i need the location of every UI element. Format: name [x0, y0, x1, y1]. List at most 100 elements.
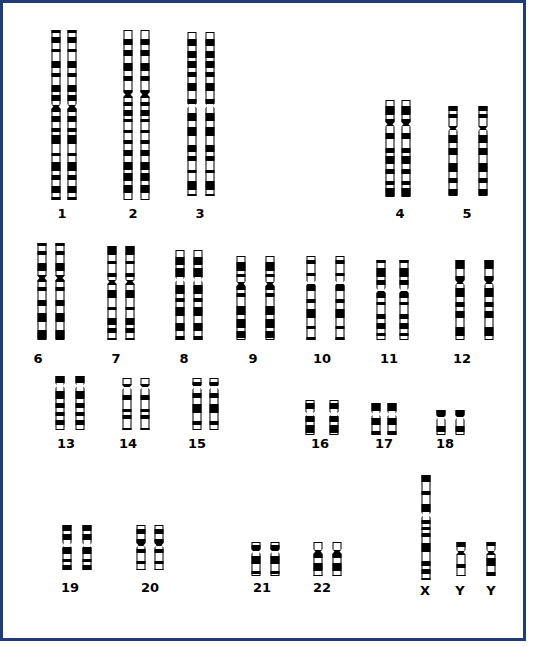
chromosome-band — [76, 383, 85, 391]
chromosome-band — [487, 546, 496, 551]
chromosome-band — [68, 132, 77, 135]
chromosome-outline — [485, 261, 493, 340]
chromosome-band — [141, 110, 150, 116]
chromosome-band — [449, 172, 458, 178]
chromosome-band — [124, 140, 133, 144]
chromosome-band — [487, 566, 496, 572]
chromosome-band — [206, 156, 215, 161]
chromosome-band — [422, 566, 431, 569]
chromosome-band — [422, 475, 431, 482]
chromosome-band — [141, 395, 150, 400]
chromosome-band — [336, 291, 345, 299]
chromosome-band — [386, 188, 395, 196]
chromosome-band — [126, 325, 135, 328]
centromere — [192, 384, 203, 390]
chromosome-band — [487, 558, 496, 566]
chromosome-band — [479, 135, 488, 143]
chromosome-band — [56, 282, 65, 287]
chromosome-band — [266, 262, 275, 271]
chromosome-band — [76, 416, 85, 420]
chromosome-band — [68, 112, 77, 116]
chromosome-band — [188, 58, 197, 61]
chromosome-band — [68, 101, 77, 105]
chromosome-band — [377, 305, 386, 314]
chromosome-band — [402, 169, 411, 174]
chromosome-band — [237, 262, 246, 271]
chromosome-band — [124, 106, 133, 110]
chromosome-outline — [487, 543, 495, 576]
chromosome-band — [52, 68, 61, 73]
chromosome-band — [137, 529, 146, 534]
chromosome-band — [306, 425, 315, 433]
centromere — [270, 549, 281, 555]
chromosome-band — [68, 180, 77, 186]
chromosome-band — [63, 559, 72, 562]
chromosome-band — [422, 530, 431, 533]
chromosome — [401, 100, 412, 197]
chromosome-band — [124, 144, 133, 150]
centromere — [205, 103, 216, 109]
chromosome-band — [141, 173, 150, 181]
chromosome — [192, 378, 203, 430]
chromosome-band — [206, 32, 215, 39]
chromosome-band — [266, 290, 275, 293]
chromosome-number: 21 — [253, 581, 271, 595]
chromosome — [62, 525, 73, 570]
chromosome-number: 22 — [313, 581, 331, 595]
chromosome-band — [479, 178, 488, 183]
chromosome-number: 3 — [195, 207, 204, 221]
chromosome-band — [52, 128, 61, 132]
chromosome-band — [330, 422, 339, 425]
chromosome-band — [56, 412, 65, 416]
chromosome-band — [237, 290, 246, 293]
chromosome-band — [402, 156, 411, 164]
chromosome — [478, 106, 489, 196]
chromosome-band — [266, 319, 275, 328]
chromosome-outline — [456, 261, 464, 340]
chromosome-band — [449, 118, 458, 126]
chromosome-band — [141, 76, 150, 81]
chromosome-band — [333, 558, 342, 563]
chromosome-band — [176, 316, 185, 323]
chromosome-band — [176, 268, 185, 277]
chromosome-outline — [386, 101, 394, 197]
chromosome-band — [83, 531, 92, 534]
chromosome-band — [237, 277, 246, 282]
chromosome-band — [126, 318, 135, 325]
chromosome-band — [188, 32, 197, 39]
chromosome-band — [176, 277, 185, 285]
chromosome-outline — [188, 33, 196, 196]
centromere — [175, 277, 186, 283]
chromosome-band — [314, 571, 323, 575]
chromosome-band — [38, 287, 47, 291]
chromosome-band — [141, 170, 150, 173]
centromere — [329, 411, 340, 417]
chromosome-band — [141, 102, 150, 106]
chromosome-band — [449, 155, 458, 163]
chromosome-band — [437, 410, 446, 417]
chromosome-band — [124, 56, 133, 63]
chromosome — [236, 256, 247, 340]
chromosome-band — [193, 404, 202, 413]
chromosome-band — [336, 303, 345, 309]
chromosome-band — [137, 561, 146, 564]
chromosome-band — [76, 391, 85, 399]
chromosome-band — [206, 51, 215, 58]
chromosome — [306, 256, 317, 340]
chromosome-band — [124, 81, 133, 90]
chromosome-band — [108, 246, 117, 255]
chromosome-band — [188, 68, 197, 72]
chromosome-band — [377, 323, 386, 329]
chromosome-band — [400, 333, 409, 336]
chromosome-number: 18 — [436, 437, 454, 451]
chromosome-band — [124, 45, 133, 50]
chromosome-band — [449, 163, 458, 172]
chromosome-band — [422, 561, 431, 566]
chromosome-number: 11 — [380, 352, 398, 366]
chromosome-band — [336, 284, 345, 291]
chromosome-band — [386, 115, 395, 119]
chromosome-band — [188, 61, 197, 68]
chromosome-band — [141, 181, 150, 185]
chromosome-band — [400, 323, 409, 329]
chromosome-band — [68, 95, 77, 101]
